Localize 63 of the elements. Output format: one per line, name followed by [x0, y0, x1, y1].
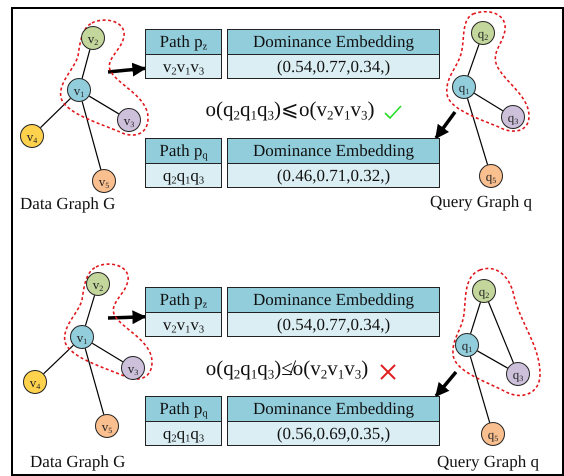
graph-edge — [84, 295, 96, 326]
graph-edge — [466, 98, 488, 165]
table-cell: q$_{2}$q$_{1}$q$_{3}$ — [145, 421, 222, 446]
table-cell: q$_{2}$q$_{1}$q$_{3}$ — [145, 163, 222, 188]
graph-vertex: q$_{2}$ — [472, 279, 496, 303]
table-header-cell: Path p$_{q}$ — [145, 138, 222, 164]
graph-vertex: q$_{5}$ — [481, 422, 505, 446]
graph-edge — [84, 348, 104, 415]
table-cell: v$_{2}$v$_{1}$v$_{3}$ — [145, 312, 222, 337]
graph-vertex: v$_{3}$ — [121, 356, 145, 380]
graph-vertex: v$_{1}$ — [67, 78, 91, 102]
graph-edge — [470, 356, 490, 423]
graph-edge — [474, 92, 504, 112]
graph-vertex: v$_{2}$ — [86, 272, 110, 296]
graph-edge — [470, 302, 481, 334]
table-header-cell: Dominance Embedding — [227, 287, 440, 313]
table-cell: (0.46,0.71,0.32,) — [227, 163, 440, 188]
graph-vertex: q$_{1}$ — [455, 333, 479, 357]
graph-vertex: q$_{1}$ — [452, 75, 476, 99]
table-cell: v$_{2}$v$_{1}$v$_{3}$ — [145, 54, 222, 79]
graph-caption: Data Graph G — [30, 452, 126, 472]
graph-vertex: v$_{5}$ — [95, 414, 119, 438]
graph-edge — [477, 350, 508, 369]
graph-edge — [92, 342, 124, 362]
arrow — [434, 370, 458, 398]
graph-edge — [88, 96, 120, 114]
graph-vertex: q$_{3}$ — [506, 362, 530, 386]
dominance-formula: o(q$_{2}$q$_{1}$q$_{3}$)≰o(v$_{2}$v$_{1}$v$_{3}$) — [206, 356, 368, 381]
graph-edge — [488, 302, 514, 364]
table-cell: (0.54,0.77,0.34,) — [227, 312, 440, 337]
graph-edge — [82, 49, 90, 79]
graph-caption: Data Graph G — [20, 194, 116, 214]
graph-edge — [467, 44, 480, 76]
graph-vertex: v$_{1}$ — [70, 325, 94, 349]
path-table — [145, 29, 440, 79]
graph-caption: Query Graph q — [430, 192, 532, 212]
graph-edge — [40, 98, 71, 128]
path-table — [145, 287, 440, 337]
graph-vertex: v$_{3}$ — [117, 108, 141, 132]
table-header-cell: Dominance Embedding — [227, 29, 440, 55]
graph-vertex: v$_{4}$ — [23, 370, 47, 394]
table-cell: (0.54,0.77,0.34,) — [227, 54, 440, 79]
path-table — [145, 138, 440, 188]
arrow — [434, 110, 456, 140]
graph-vertex: q$_{2}$ — [471, 21, 495, 45]
table-header-cell: Path p$_{q}$ — [145, 396, 222, 422]
graph-vertex: q$_{3}$ — [501, 105, 525, 129]
graph-vertex: q$_{5}$ — [479, 164, 503, 188]
graph-vertex: v$_{5}$ — [92, 169, 116, 193]
graph-edge — [43, 344, 74, 374]
graph-vertex: v$_{4}$ — [20, 124, 44, 148]
graph-vertex: v$_{2}$ — [81, 26, 105, 50]
arrow — [108, 62, 146, 77]
table-header-cell: Path p$_{z}$ — [145, 287, 222, 313]
table-header-cell: Dominance Embedding — [227, 138, 440, 164]
table-cell: (0.56,0.69,0.35,) — [227, 421, 440, 446]
path-table — [145, 396, 440, 446]
dominance-formula: o(q$_{2}$q$_{1}$q$_{3}$)⩽o(v$_{2}$v$_{1}$v$_{3}$) — [205, 97, 375, 122]
graph-caption: Query Graph q — [437, 452, 539, 472]
arrow — [108, 310, 146, 324]
graph-edge — [82, 101, 102, 170]
table-header-cell: Path p$_{z}$ — [145, 29, 222, 55]
table-header-cell: Dominance Embedding — [227, 396, 440, 422]
